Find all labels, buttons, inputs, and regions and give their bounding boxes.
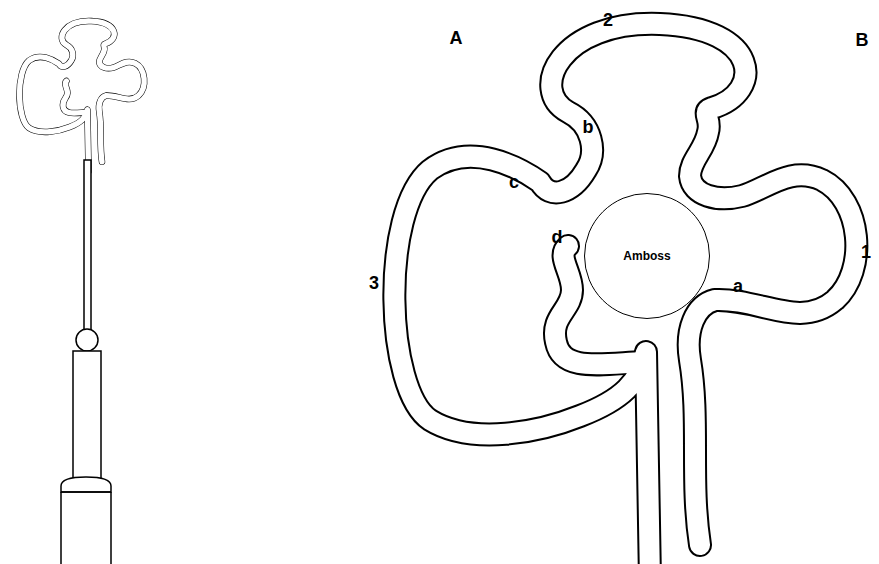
panel-letter: A xyxy=(450,29,463,47)
callout-letter: d xyxy=(552,228,563,246)
callout-letter: b xyxy=(583,118,594,136)
callout-letter: a xyxy=(733,277,743,295)
panel-letter: B xyxy=(856,31,869,49)
callout-number: 3 xyxy=(369,274,379,292)
callout-number: 2 xyxy=(603,11,613,29)
callout-number: 1 xyxy=(861,243,871,261)
wire-loop xyxy=(394,24,856,564)
anvil-circle: Amboss xyxy=(584,193,710,319)
instrument xyxy=(61,160,111,564)
anvil-label: Amboss xyxy=(623,249,670,263)
wire-loop-small xyxy=(19,21,144,171)
callout-letter: c xyxy=(509,173,519,191)
